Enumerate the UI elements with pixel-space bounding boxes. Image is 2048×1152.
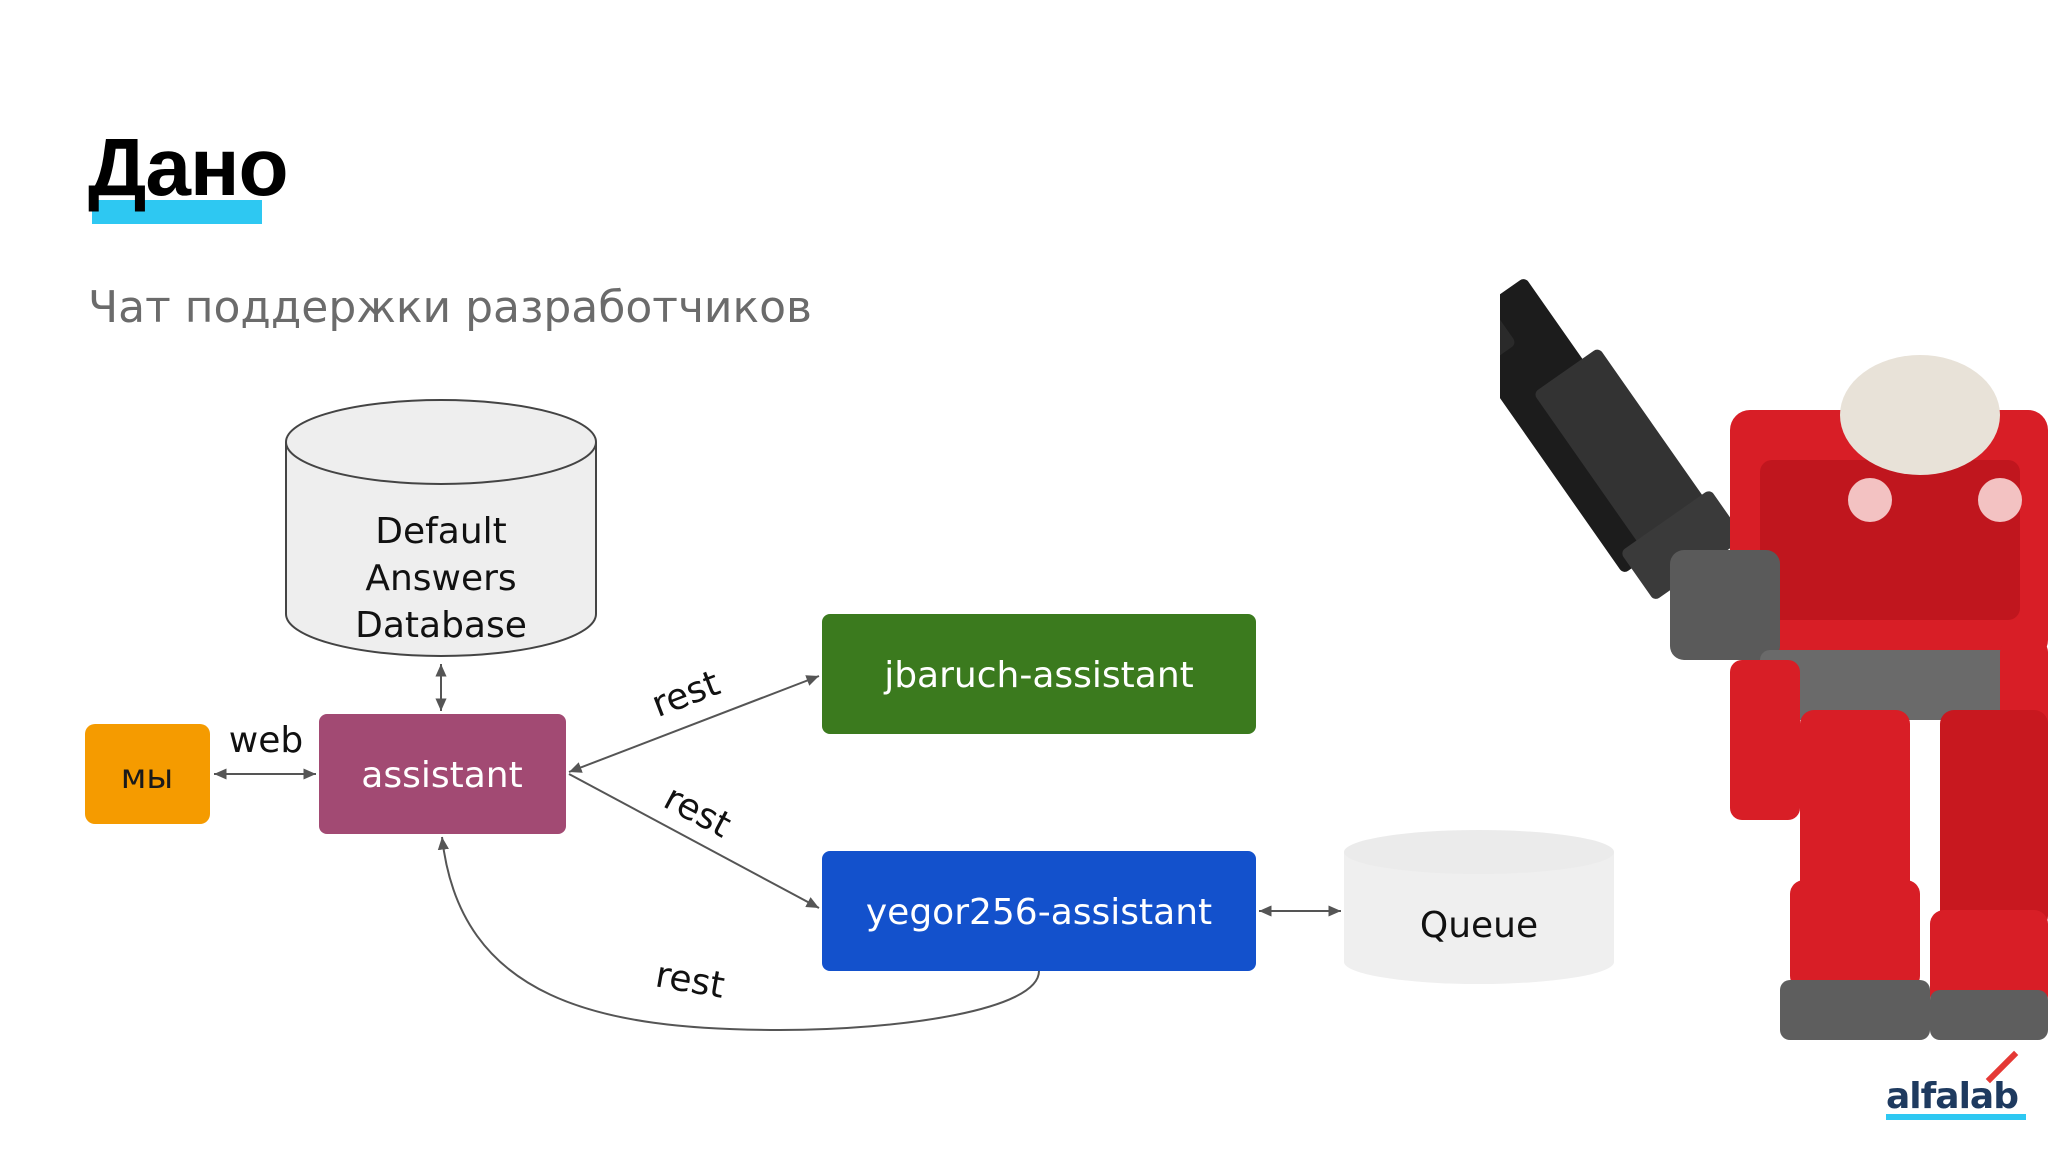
- node-us: мы: [85, 724, 210, 824]
- node-us-label: мы: [121, 757, 174, 797]
- edge-rest-middle-label: rest: [657, 778, 737, 847]
- node-yegor-label: yegor256-assistant: [866, 892, 1212, 933]
- slide-subtitle: Чат поддержки разработчиков: [88, 282, 812, 333]
- logo-text: alfalab: [1886, 1076, 2019, 1117]
- title-block: Дано: [88, 118, 289, 224]
- node-assistant: assistant: [319, 714, 566, 834]
- edge-rest-jbaruch: [568, 675, 820, 773]
- node-jbaruch-label: jbaruch-assistant: [883, 655, 1194, 696]
- edge-rest-bottom-label: rest: [652, 954, 727, 1006]
- node-assistant-label: assistant: [361, 755, 522, 796]
- title-underline: [92, 200, 262, 224]
- database-label-line1: Default: [375, 511, 507, 552]
- edge-web-label: web: [229, 720, 303, 761]
- logo-underline: [1886, 1114, 2026, 1120]
- lego-robot-illustration: [1500, 279, 2048, 1040]
- edge-rest-yegor: [568, 773, 820, 909]
- slide-title: Дано: [88, 122, 289, 213]
- queue-cylinder: Queue: [1344, 830, 1614, 984]
- database-cylinder: Default Answers Database: [285, 399, 597, 657]
- node-yegor256-assistant: yegor256-assistant: [822, 851, 1256, 971]
- queue-label: Queue: [1420, 905, 1538, 946]
- database-label-line2: Answers: [365, 558, 516, 599]
- node-jbaruch-assistant: jbaruch-assistant: [822, 614, 1256, 734]
- edge-rest-callback: [437, 836, 1040, 1032]
- database-label-line3: Database: [355, 605, 527, 646]
